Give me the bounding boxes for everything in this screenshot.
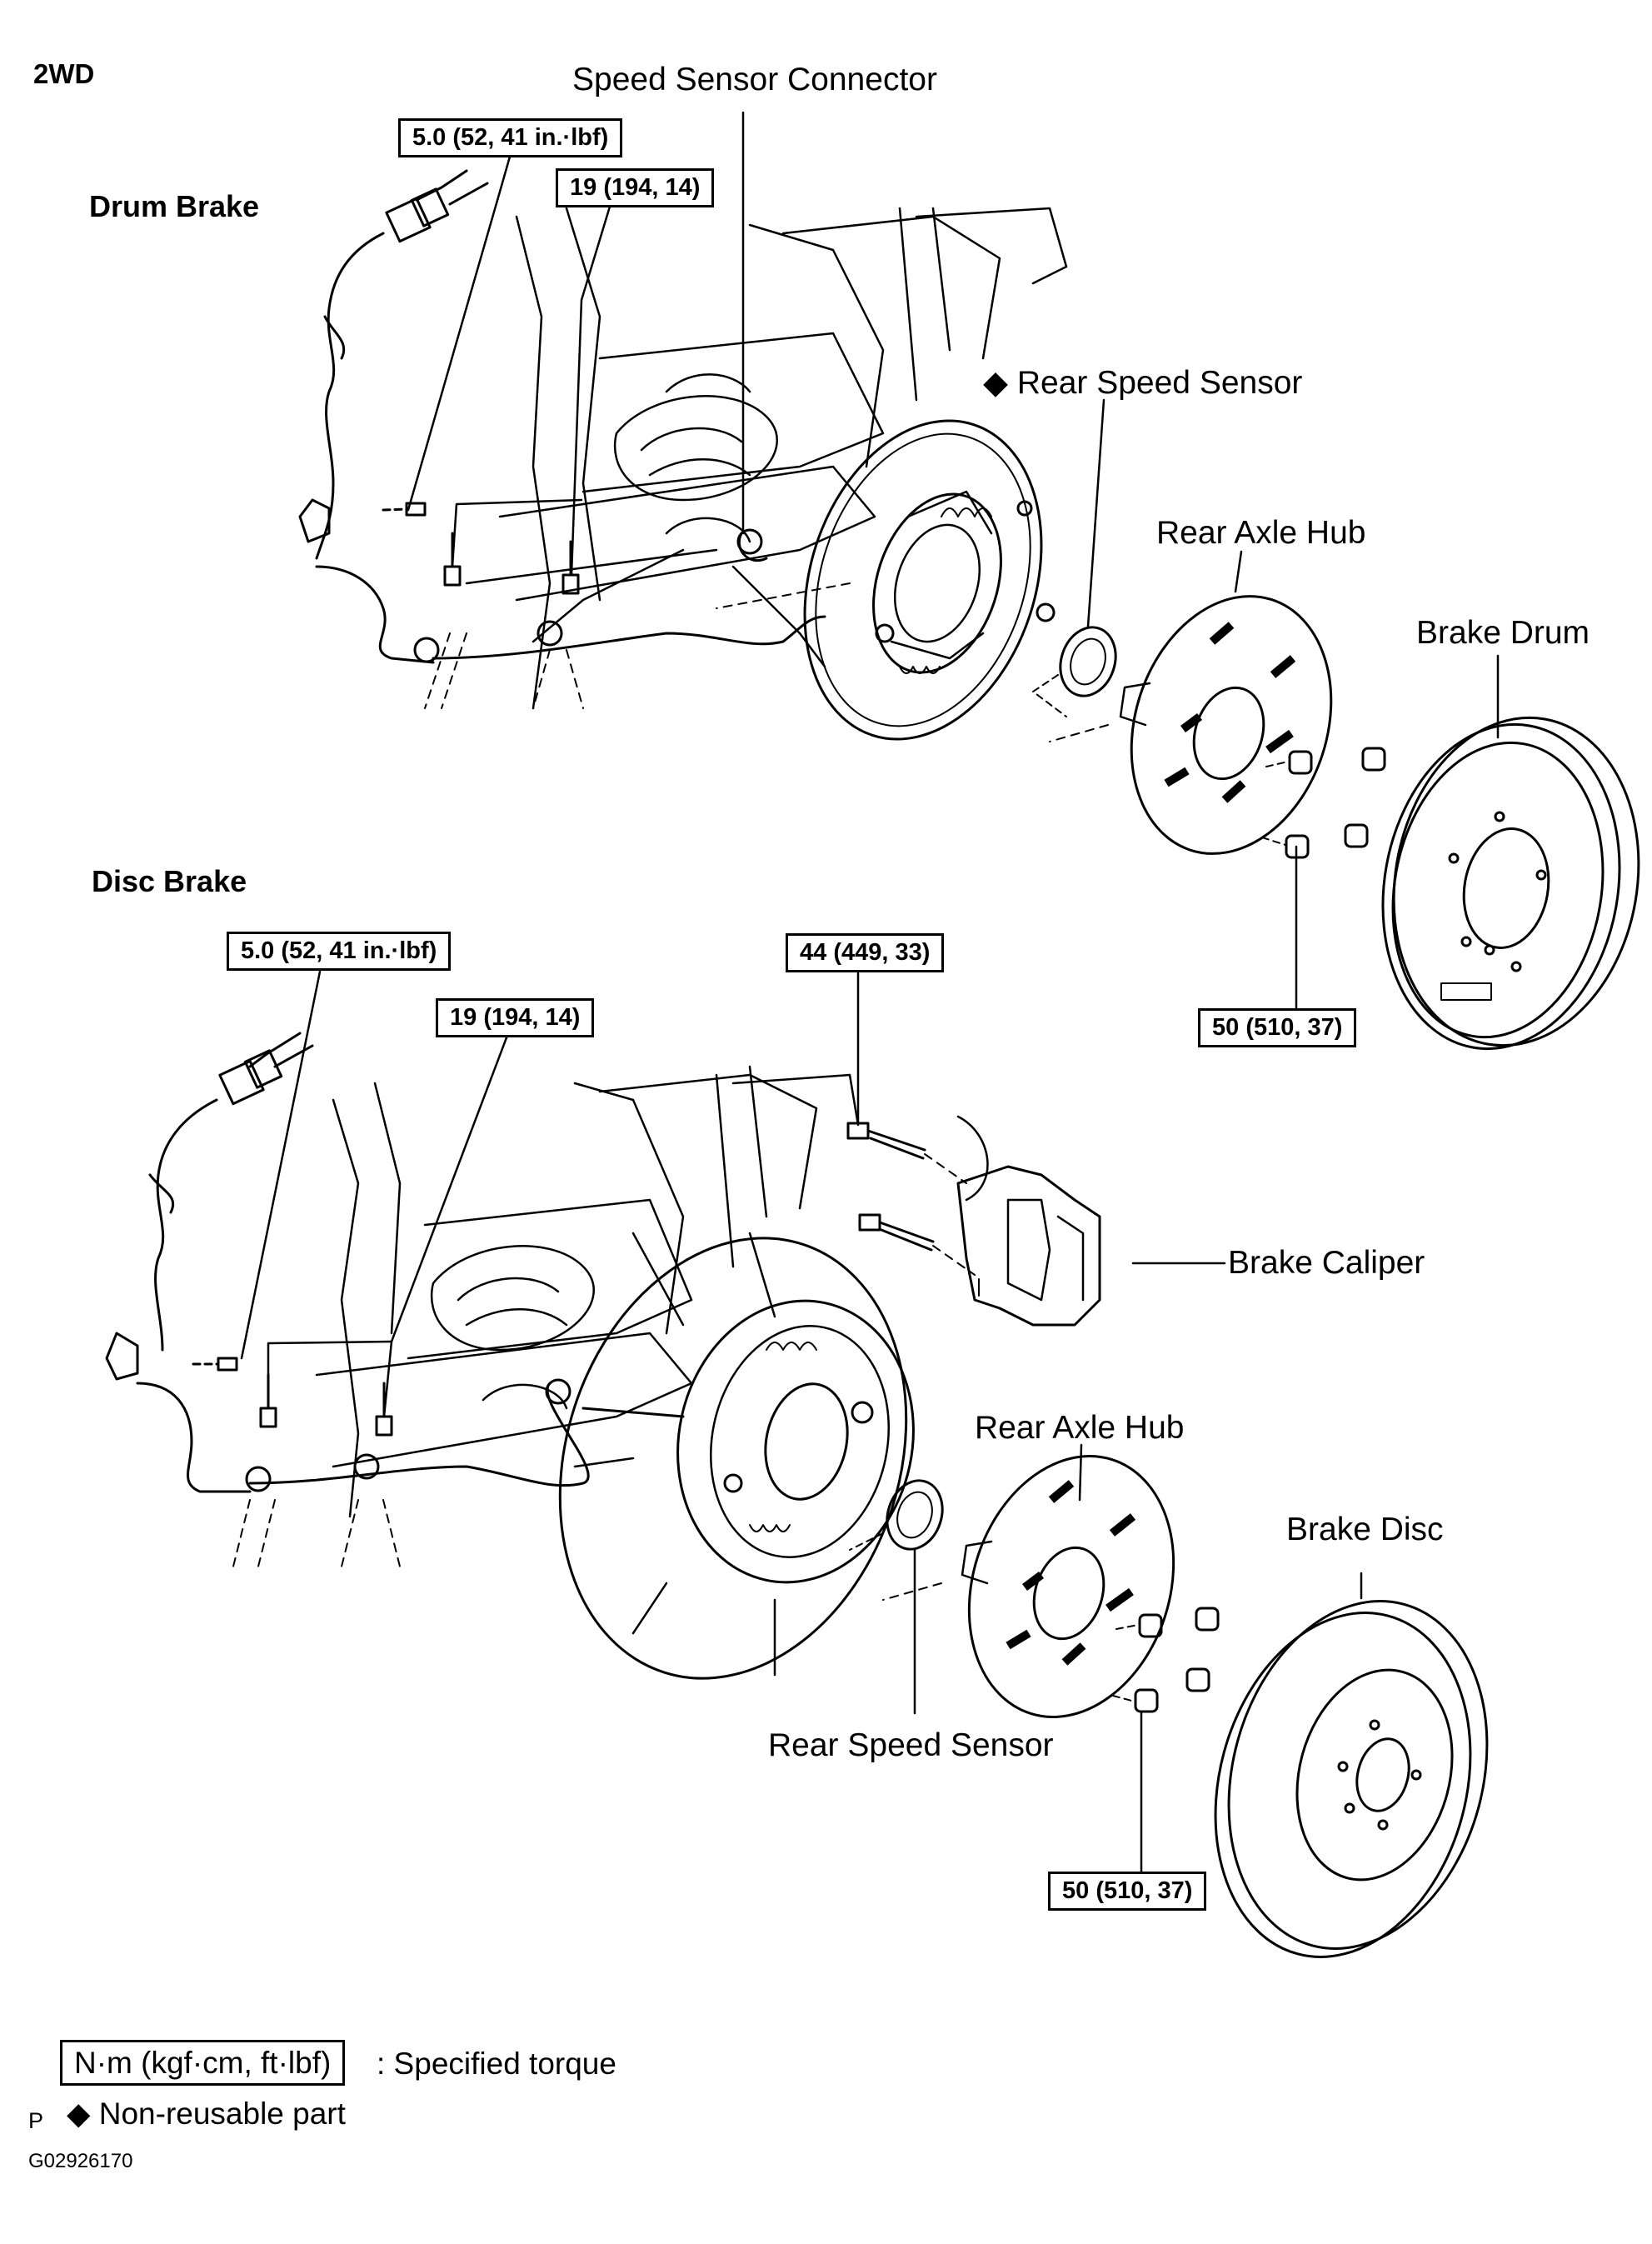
disc-brake-title: Disc Brake: [92, 864, 247, 898]
brake-drum-part: [1381, 716, 1640, 1051]
page-marker: P: [28, 2108, 44, 2133]
drum-torque-hub-nut: 50 (510, 37): [1198, 1008, 1357, 1047]
disc-caliper-part: [846, 1115, 1101, 1327]
drum-rear-speed-sensor-label: ◆ Rear Speed Sensor: [983, 365, 1303, 401]
brake-caliper-label: Brake Caliper: [1228, 1245, 1425, 1281]
disc-torque-sensor-bolt: 5.0 (52, 41 in.·lbf): [227, 932, 452, 971]
speed-sensor-connector-label: Speed Sensor Connector: [572, 62, 937, 97]
drum-brake-title: Drum Brake: [89, 189, 260, 223]
legend-torque-description: : Specified torque: [377, 2047, 616, 2081]
drum-speed-sensor-harness: [298, 169, 826, 664]
disc-rear-speed-sensor-label: Rear Speed Sensor: [768, 1727, 1054, 1763]
disc-backing-plate: [558, 1232, 915, 1680]
disc-hub-nuts: [1112, 1607, 1220, 1713]
drum-bolts: [382, 502, 584, 709]
disc-torque-hub-nut: 50 (510, 37): [1048, 1872, 1207, 1911]
drum-torque-bracket-bolt: 19 (194, 14): [556, 168, 715, 207]
legend-non-reusable: ◆ Non-reusable part: [67, 2097, 346, 2131]
brake-drum-label: Brake Drum: [1416, 615, 1590, 651]
drum-vehicle-frame: [465, 207, 1068, 710]
brake-disc-part: [1214, 1600, 1489, 1958]
drum-leader-lines: [407, 111, 1500, 1010]
disc-axle-hub: [882, 1455, 1175, 1718]
disc-speed-sensor-ring: [849, 1479, 944, 1551]
model-label: 2WD: [33, 58, 95, 89]
non-reusable-diamond-icon: ◆: [67, 2097, 91, 2131]
drum-speed-sensor-ring: [1032, 626, 1117, 717]
disc-bolts: [192, 1357, 401, 1567]
disc-leader-lines: [240, 970, 1363, 1873]
disc-rear-axle-hub-label: Rear Axle Hub: [975, 1410, 1185, 1446]
disc-torque-bracket-bolt: 19 (194, 14): [436, 998, 595, 1037]
drum-rear-axle-hub-label: Rear Axle Hub: [1156, 515, 1366, 551]
legend-torque-unit-box: N·m (kgf·cm, ft·lbf): [60, 2040, 346, 2086]
brake-disc-label: Brake Disc: [1286, 1512, 1444, 1547]
drum-torque-sensor-bolt: 5.0 (52, 41 in.·lbf): [398, 118, 623, 157]
non-reusable-diamond-icon: ◆: [983, 365, 1008, 401]
drum-backing-plate: [716, 419, 1056, 741]
disc-vehicle-frame: [315, 1065, 860, 1518]
drum-hub-nuts: [1261, 747, 1386, 859]
drum-axle-hub: [1049, 595, 1333, 855]
disc-torque-caliper-bolt: 44 (449, 33): [786, 933, 945, 972]
disc-speed-sensor-harness: [105, 1032, 685, 1493]
figure-id: G02926170: [28, 2150, 133, 2172]
